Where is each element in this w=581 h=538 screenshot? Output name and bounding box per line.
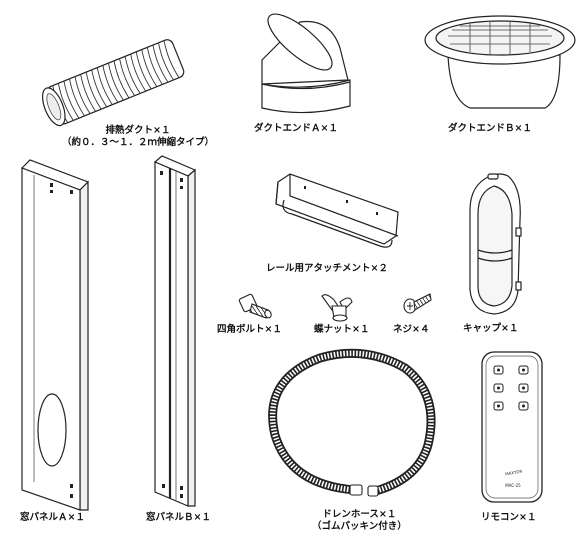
screw-label: ネジ×４: [393, 324, 430, 335]
square-bolt-illustration: [238, 293, 272, 319]
window-panel-b-illustration: [153, 155, 197, 507]
duct-end-b-illustration: [424, 15, 576, 109]
wing-nut-label: 蝶ナット×１: [314, 324, 370, 335]
drain-hose-sub: （ゴムパッキン付き）: [312, 521, 407, 532]
remote-model: MAC-25: [505, 483, 521, 488]
exhaust-duct-label: 排熱ダクト×１ （約０．３～１．２ｍ伸縮タイプ）: [62, 125, 214, 149]
cap-label: キャップ×１: [463, 323, 519, 334]
cap-illustration: [469, 173, 522, 315]
duct-end-a-label: ダクトエンドＡ×１: [254, 123, 338, 134]
exhaust-duct-illustration: [41, 39, 185, 127]
remote-label: リモコン×１: [481, 512, 537, 523]
window-panel-b-label: 窓パネルＢ×１: [146, 512, 211, 523]
screw-illustration: [403, 293, 432, 314]
rail-attachment-label: レール用アタッチメント×２: [266, 263, 388, 274]
drain-hose-label: ドレンホース×１ （ゴムパッキン付き）: [312, 509, 407, 533]
rail-attachment-illustration: [275, 173, 399, 248]
duct-end-a-illustration: [261, 13, 351, 114]
square-bolt-label: 四角ボルト×１: [217, 324, 282, 335]
duct-end-b-label: ダクトエンドＢ×１: [448, 123, 532, 134]
window-panel-a-illustration: [20, 159, 90, 511]
window-panel-a-label: 窓パネルＡ×１: [20, 512, 85, 523]
drain-hose-illustration: [268, 348, 436, 497]
drain-hose-name: ドレンホース×１: [322, 509, 397, 520]
exhaust-duct-sub: （約０．３～１．２ｍ伸縮タイプ）: [62, 137, 215, 148]
remote-brand: MAXTOR: [505, 469, 523, 477]
wing-nut-illustration: [321, 294, 353, 322]
exhaust-duct-name: 排熱ダクト×１: [105, 125, 171, 136]
remote-illustration: MAXTOR MAC-25: [481, 351, 543, 503]
